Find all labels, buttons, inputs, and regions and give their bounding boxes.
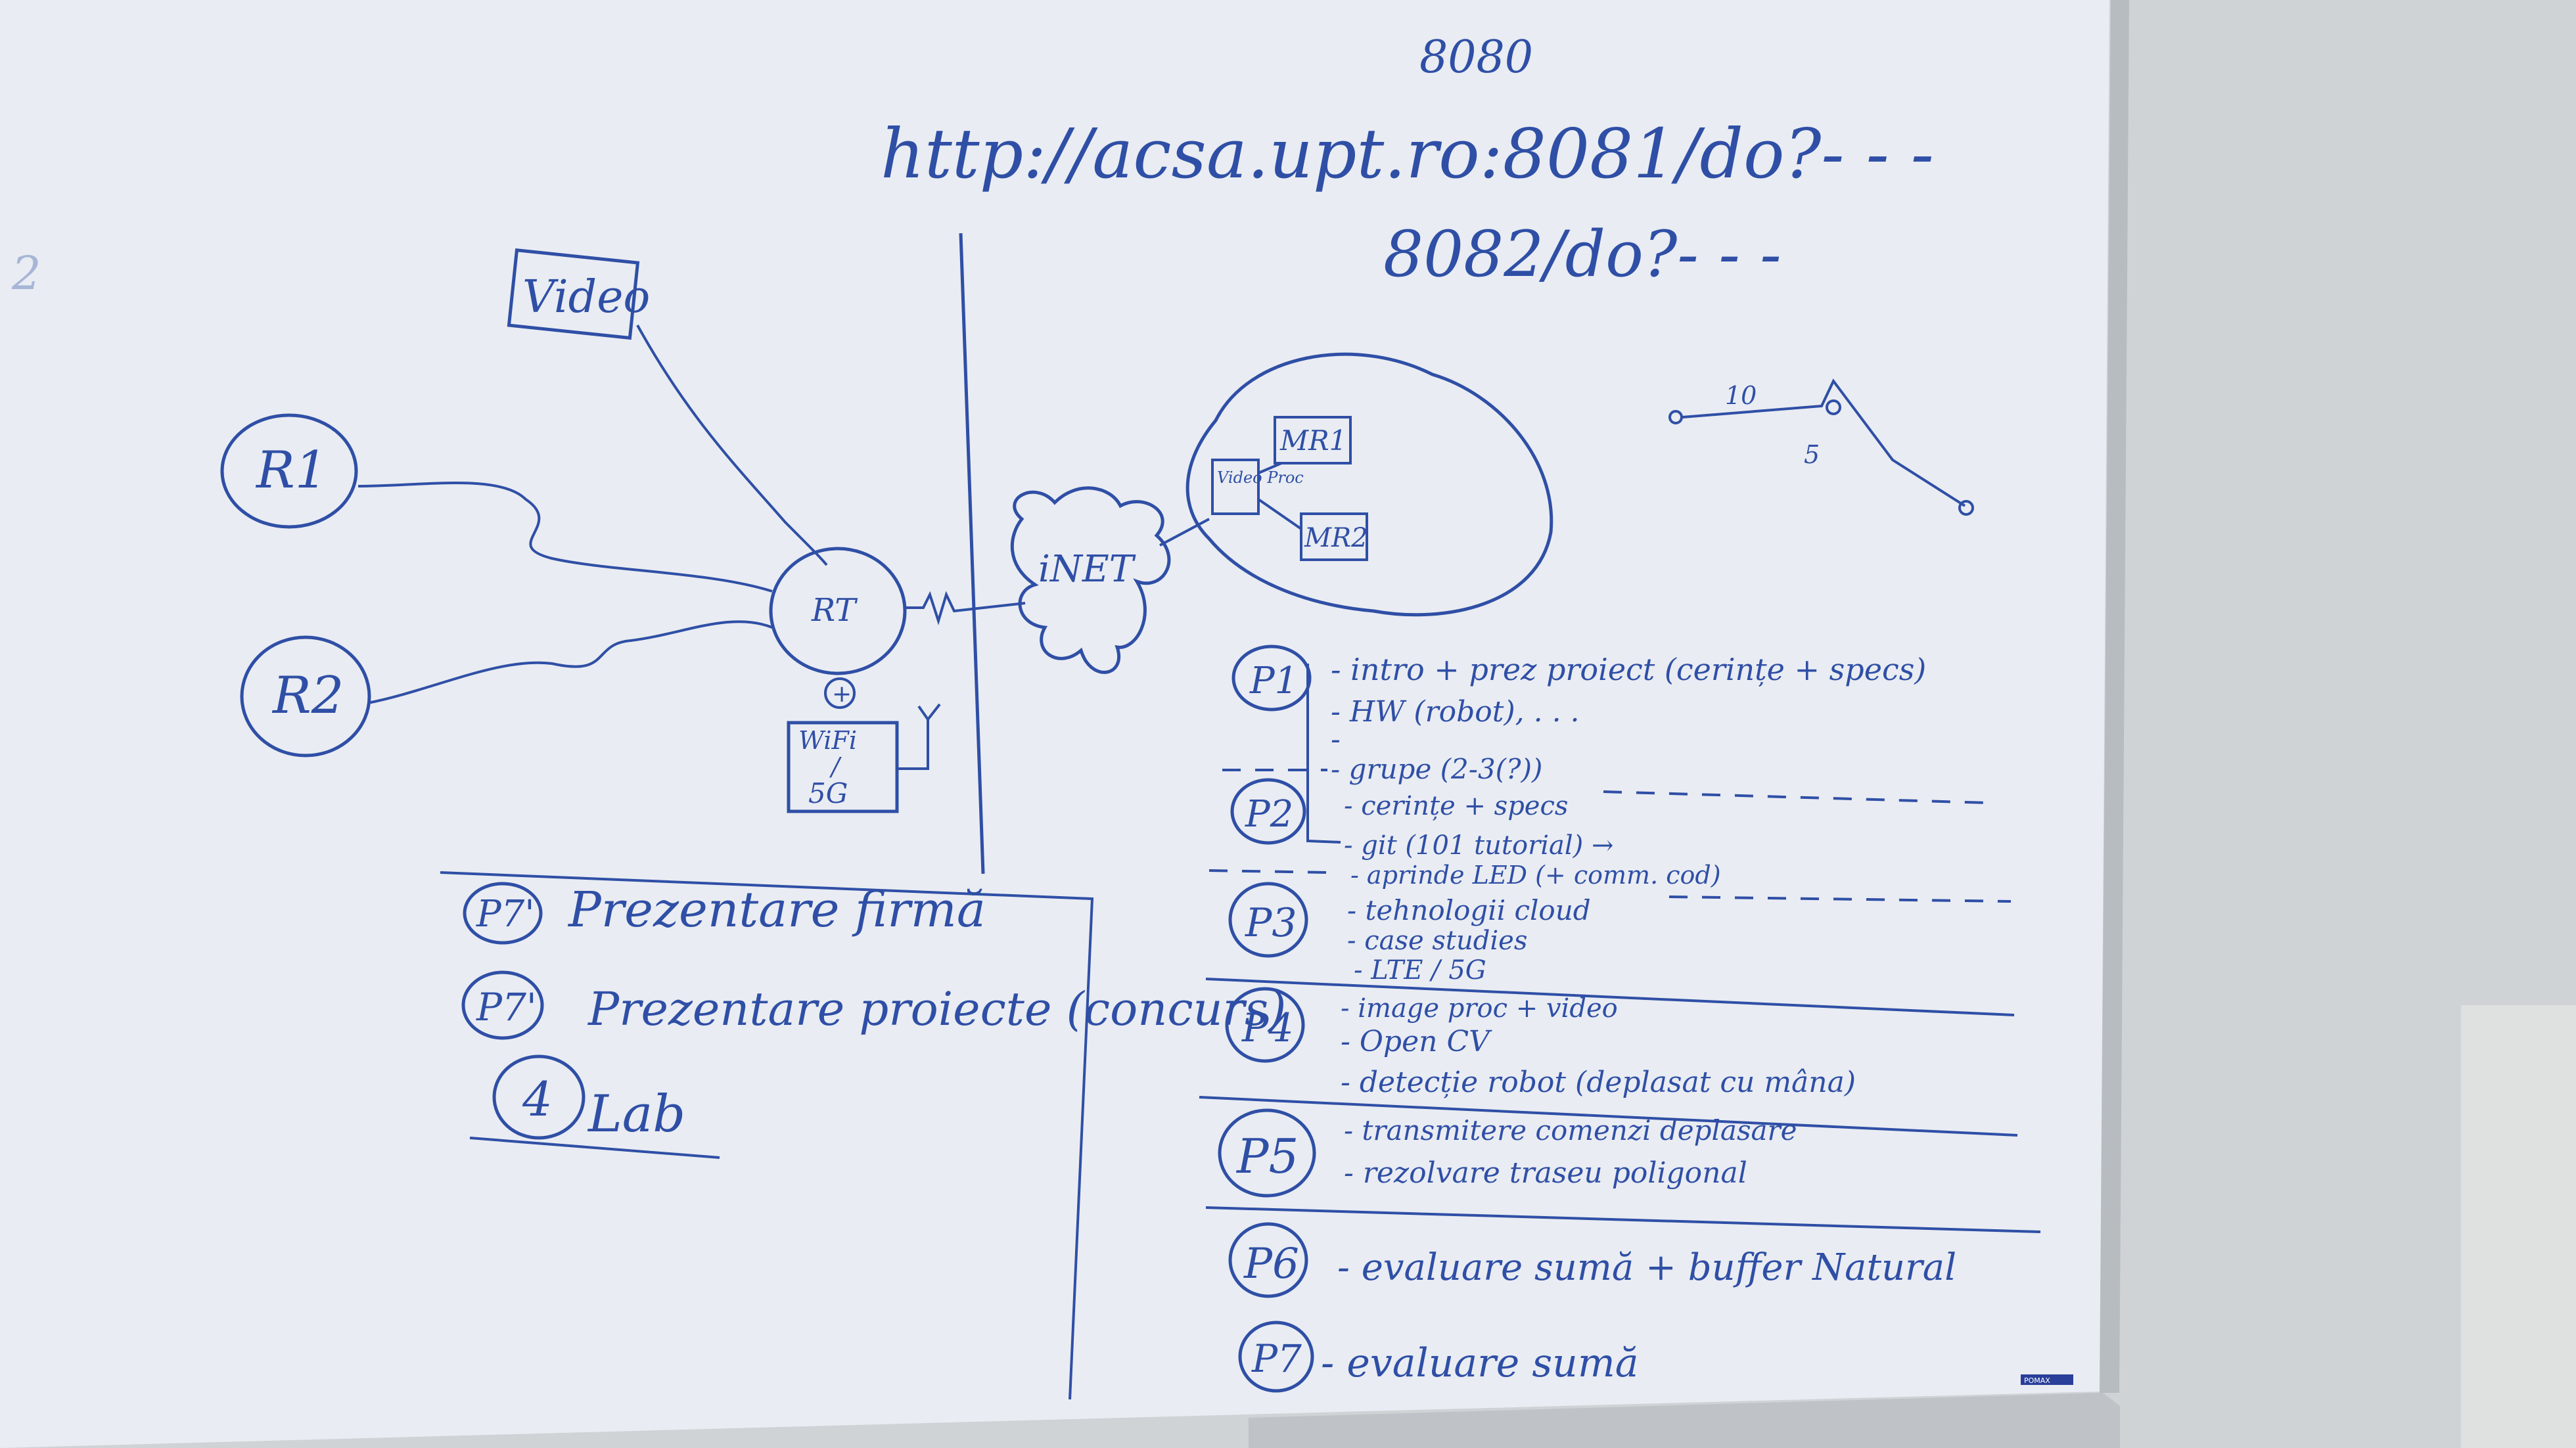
badge-circle-3 [492, 1054, 586, 1140]
r2-label: R2 [271, 666, 344, 725]
p1-line-2: - HW (robot), . . . [1331, 695, 1580, 729]
badge-circle-1 [463, 882, 543, 945]
wifi-label: WiFi [798, 726, 857, 755]
video-label: Video [522, 271, 650, 323]
p1-badge-label: P1 [1249, 660, 1298, 702]
video-to-router-link [636, 325, 828, 566]
p6-line-1: - evaluare sumă + buffer Natural [1337, 1246, 1956, 1289]
p5-badge [1218, 1108, 1316, 1198]
inet-label: iNET [1038, 548, 1136, 591]
router-node [769, 547, 907, 675]
p4-line-3: - detecție robot (deplasat cu mâna) [1341, 1066, 1856, 1099]
router-label: RT [811, 592, 858, 629]
r1-node [220, 413, 358, 529]
p3-badge [1228, 882, 1308, 958]
badge-1-label: P7' [476, 893, 535, 936]
mr1-box [1274, 416, 1352, 464]
p3-line-1: - tehnologii cloud [1347, 894, 1591, 926]
turn-point [1826, 399, 1841, 415]
segment-five-label: 5 [1804, 440, 1820, 469]
brand-tag-label: POMAX [2024, 1376, 2050, 1385]
p4-badge [1225, 987, 1305, 1063]
p1-bracket [1306, 664, 1341, 844]
p3-line-2: - case studies [1347, 926, 1527, 956]
separator-p1 [1222, 769, 1989, 804]
margin-mark: 2 [11, 246, 41, 300]
separator-p2 [1208, 869, 2012, 903]
r2-wireless-link [367, 620, 773, 704]
5g-label: 5G [808, 777, 848, 809]
separator-p5 [1205, 1206, 2041, 1233]
divider-line [959, 233, 985, 874]
p5-line-1: - transmitere comenzi deplasare [1344, 1114, 1797, 1146]
p2-line-2: - git (101 tutorial) → [1344, 830, 1613, 861]
p2-badge [1230, 778, 1306, 845]
wifi-5g-box [787, 721, 899, 813]
left-panel: P7' Prezentare firmă P7' Prezentare proi… [440, 871, 1286, 1400]
internet-cloud [1010, 486, 1171, 674]
p7-badge [1238, 1321, 1314, 1393]
antenna-icon [897, 703, 941, 770]
video-box [507, 248, 640, 340]
left-panel-border [440, 871, 1094, 1400]
marker-tray [1249, 1393, 2120, 1448]
left-underline [469, 1137, 720, 1159]
mr2-label: MR2 [1304, 523, 1368, 553]
plus-circle [824, 677, 856, 709]
left-item-3-text: Lab [587, 1085, 685, 1144]
p2-badge-label: P2 [1245, 793, 1293, 836]
url-alt-text: 8082/do?- - - [1383, 217, 1782, 291]
p3-line-3: - LTE / 5G [1354, 955, 1486, 985]
network-diagram: Video R1 R2 RT + WiFi / 5G iNET MR1 MR2 … [220, 248, 1553, 813]
mr1-label: MR1 [1279, 424, 1346, 457]
badge-circle-2 [461, 970, 544, 1040]
cloud-internal-links [1257, 462, 1302, 530]
p7-line-1: - evaluare sumă [1321, 1340, 1639, 1386]
brand-tag [2021, 1374, 2073, 1385]
p2-line-1: - cerințe + specs [1344, 791, 1568, 821]
path-lines [1682, 378, 1966, 507]
p5-line-2: - rezolvare traseu poligonal [1344, 1156, 1747, 1190]
wifi-slash: / [829, 752, 842, 781]
separator-p3 [1205, 978, 2015, 1016]
r2-node [240, 635, 371, 758]
path-sketch: 10 5 [1668, 378, 1974, 516]
left-item-2-text: Prezentare proiecte (concurs) [587, 982, 1286, 1036]
p1-line-1: - intro + prez proiect (cerințe + specs) [1331, 652, 1926, 687]
whiteboard-surface [0, 0, 2109, 1448]
r1-wireless-link [357, 482, 773, 593]
router-to-inet-link [905, 591, 1026, 625]
p6-badge [1228, 1222, 1308, 1298]
p6-badge-label: P6 [1243, 1240, 1299, 1288]
badge-3-label: 4 [522, 1072, 553, 1127]
badge-2-label: P7' [476, 985, 537, 1029]
p4-line-2: - Open CV [1341, 1025, 1492, 1058]
start-point [1668, 410, 1683, 424]
p1-line-3: - [1331, 723, 1341, 756]
p4-line-1: - image proc + video [1341, 993, 1618, 1024]
server-cloud [1185, 352, 1553, 617]
p7-badge-label: P7 [1251, 1336, 1302, 1381]
inet-to-cloud-link [1159, 518, 1210, 547]
p1-badge [1231, 645, 1312, 712]
p5-badge-label: P5 [1235, 1129, 1299, 1184]
video-proc-box [1211, 459, 1260, 515]
board-frame-right [2100, 0, 2129, 1393]
p3-badge-label: P3 [1245, 900, 1297, 946]
segment-ten-label: 10 [1725, 381, 1757, 410]
p2-line-3: - aprinde LED (+ comm. cod) [1350, 861, 1721, 890]
end-point [1958, 500, 1974, 516]
course-plan: P1 - intro + prez proiect (cerințe + spe… [1199, 645, 2041, 1393]
r1-label: R1 [255, 441, 327, 500]
left-item-1-text: Prezentare firmă [567, 882, 986, 938]
mr2-box [1300, 512, 1368, 561]
separator-p4 [1199, 1096, 2018, 1137]
p4-badge-label: P4 [1241, 1005, 1294, 1051]
port-top-text: 8080 [1419, 32, 1533, 83]
p1-line-4: - grupe (2-3(?)) [1331, 753, 1542, 785]
url-text: http://acsa.upt.ro:8081/do?- - - [881, 114, 1934, 194]
plus-label: + [832, 681, 852, 708]
wall-tile [2461, 1005, 2576, 1448]
